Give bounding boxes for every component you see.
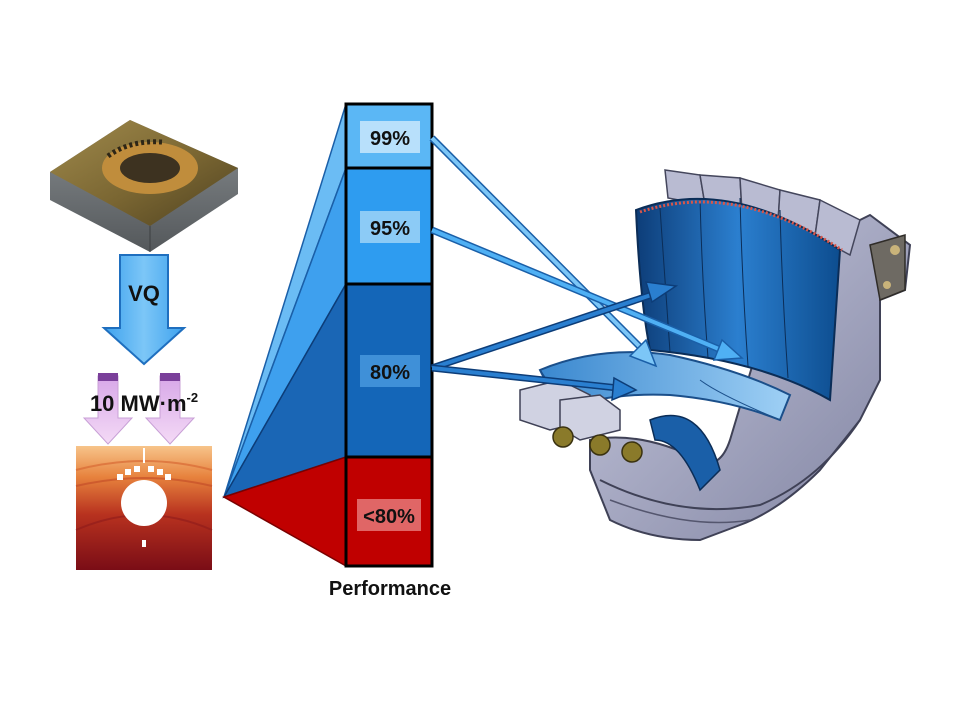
performance-fan [222,103,347,568]
segment-label-80: 80% [370,362,410,384]
segment-label-99: 99% [370,128,410,150]
performance-title: Performance [329,578,451,600]
heat-flux-label: 10 MW·m-2 [90,390,198,416]
vq-label: VQ [128,281,160,306]
performance-bar: 99% 95% 80% <80% Performance [329,102,451,600]
heat-flux-arrows: 10 MW·m-2 [82,373,198,445]
vq-process-arrow: VQ [101,254,187,366]
segment-label-below-80: <80% [363,506,415,528]
temperature-field-simulation [75,446,213,570]
monoblock-mockup-photo [50,120,238,252]
segment-label-95: 95% [370,218,410,240]
mapping-arrows [429,135,744,402]
divertor-cassette-render [519,169,912,542]
